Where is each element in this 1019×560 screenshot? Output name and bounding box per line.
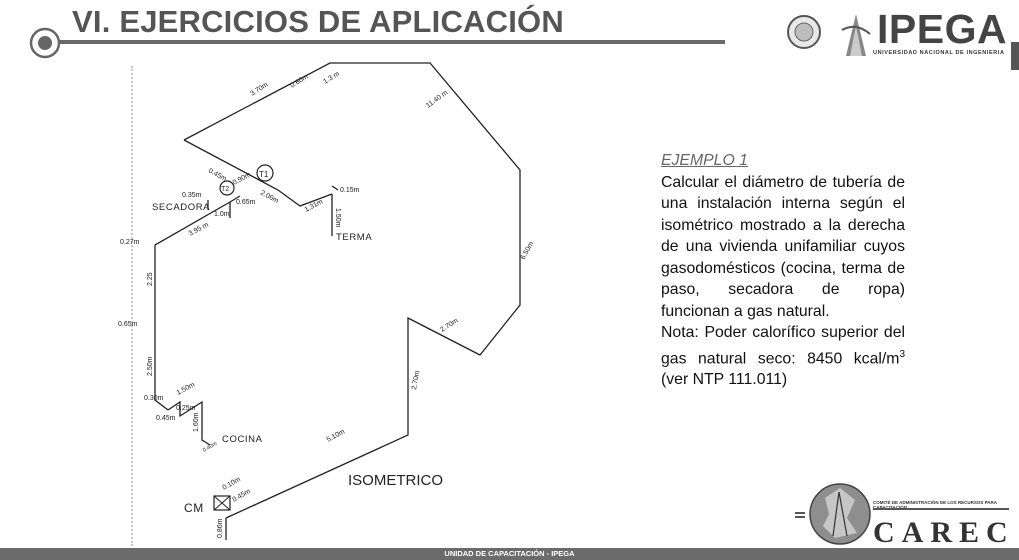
dim-5-10: 5.10m <box>326 428 347 443</box>
dim-1-0: 1.0m <box>214 211 230 218</box>
pipe-cocina-branch <box>167 400 211 446</box>
ipega-wordmark: IPEGA <box>877 6 1008 52</box>
secadora-label: SECADORA <box>152 202 210 213</box>
dim-2-50: 2.50m <box>147 356 154 376</box>
carec-rule <box>873 508 1009 510</box>
diagram-title: ISOMETRICO <box>348 472 443 489</box>
t2-label: T2 <box>221 186 229 193</box>
dim-0-65-left: 0.65m <box>118 321 138 328</box>
dim-1-50-terma: 1.50m <box>334 208 341 228</box>
note-prefix: Nota: Poder calorífico superior del gas … <box>661 324 905 367</box>
title-bullet-icon <box>29 27 61 59</box>
dim-0-65-top: 0.65m <box>236 199 256 206</box>
note-superscript: 3 <box>899 348 905 360</box>
carec-wordmark: CAREC <box>873 516 1015 549</box>
footer-text: UNIDAD DE CAPACITACIÓN - IPEGA <box>444 549 575 558</box>
dim-0-25: 0.25m <box>176 405 196 412</box>
dim-3-70: 3.70m <box>249 81 269 97</box>
pipe-t1-branch <box>183 139 333 207</box>
dim-0-90: 0.90m <box>232 171 253 186</box>
dim-2-25: 2.25 <box>147 272 154 286</box>
university-name: UNIVERSIDAD NACIONAL DE INGENIERIA <box>873 50 1005 56</box>
t1-marker <box>256 164 274 182</box>
dim-0-35: 0.35m <box>182 192 202 199</box>
dim-0-86: 0.86m <box>217 518 224 538</box>
example-panel: EJEMPLO 1 Calcular el diámetro de tuberí… <box>661 150 905 391</box>
dim-0-60: 0.60m <box>289 73 309 89</box>
cm-label: CM <box>184 501 204 515</box>
dim-0-10: 0.10m <box>222 476 242 492</box>
t2-marker <box>219 180 235 196</box>
ipega-logo <box>787 14 871 56</box>
pipe-network <box>154 62 521 540</box>
pipe-top-left <box>183 62 521 519</box>
dim-0-45-top: 0.45m <box>207 168 228 183</box>
dim-1-50-cocina: 1.50m <box>176 381 197 396</box>
note-suffix: (ver NTP 111.011) <box>661 371 788 389</box>
dotted-guide-line <box>131 66 133 546</box>
dim-11-40: 11.40 m <box>425 89 449 109</box>
t1-label: T1 <box>259 170 269 179</box>
example-title: EJEMPLO 1 <box>661 152 748 169</box>
dim-1-3: 1.3 m <box>322 70 341 85</box>
dim-2-70-vert: 2.70m <box>411 370 421 391</box>
dim-1-60: 1.60m <box>193 412 200 432</box>
carec-logo <box>795 483 871 545</box>
example-note: Nota: Poder calorífico superior del gas … <box>661 322 905 391</box>
dim-2-70-right: 2.70m <box>439 317 459 333</box>
terma-label: TERMA <box>336 232 372 243</box>
dim-0-27: 0.27m <box>120 239 140 246</box>
title-underline <box>60 40 725 44</box>
page-title: VI. EJERCICIOS DE APLICACIÓN <box>72 4 564 39</box>
dim-6-50: 6.50m <box>520 241 536 261</box>
cocina-label: COCINA <box>222 434 263 445</box>
pipe-t2-branch <box>154 195 241 411</box>
pipe-terma-tip <box>331 185 339 191</box>
dim-0-45-cocina: 0.45m <box>156 415 176 422</box>
isometric-diagram: T1 T2 SECADORA TERMA COCINA CM ISOMETRIC… <box>118 62 536 540</box>
dim-0-30: 0.30m <box>144 395 164 402</box>
carec-subtitle: COMITÉ DE ADMINISTRACIÓN DE LOS RECURSOS… <box>873 500 997 510</box>
dim-2-06: 2.06m <box>259 190 280 205</box>
dim-0-45-cm: 0.45m <box>232 488 252 504</box>
meter-cm-cross-b <box>213 495 231 511</box>
example-paragraph: Calcular el diámetro de tubería de una i… <box>661 173 905 320</box>
footer-bar: UNIDAD DE CAPACITACIÓN - IPEGA <box>0 548 1019 560</box>
side-accent-bar <box>1011 42 1019 70</box>
dim-0-40: 0.40m <box>202 441 219 454</box>
dim-0-15: 0.15m <box>340 187 360 194</box>
